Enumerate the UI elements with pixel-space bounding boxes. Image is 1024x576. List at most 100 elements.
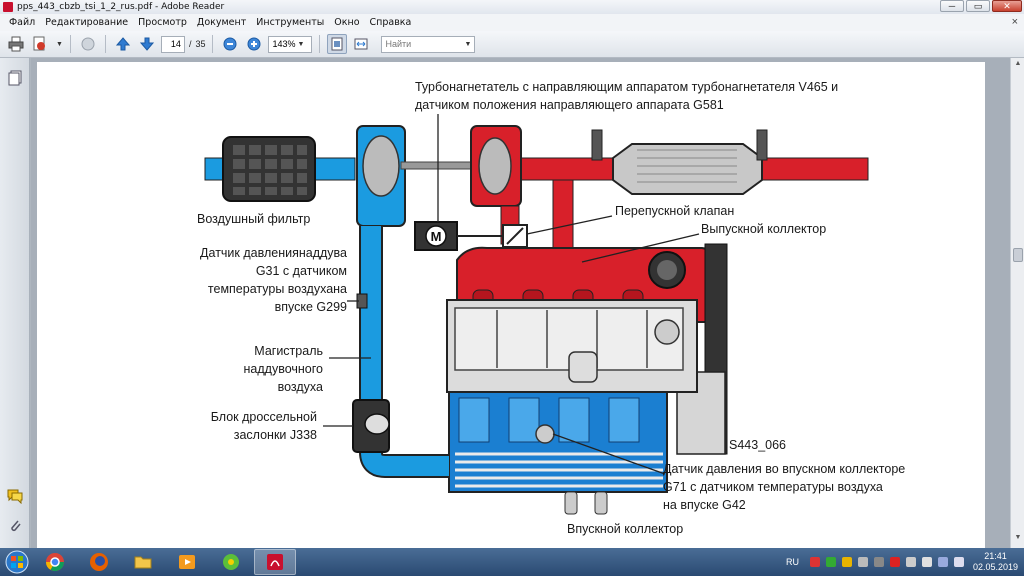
motor-letter: M xyxy=(431,229,442,244)
label-exhaust-manifold: Выпускной коллектор xyxy=(701,222,827,236)
close-document-button[interactable]: × xyxy=(1011,16,1018,28)
taskbar-icq[interactable] xyxy=(210,549,252,575)
antivirus-icon[interactable] xyxy=(809,557,820,567)
zoom-value: 143% xyxy=(272,39,296,49)
icq-flower-icon xyxy=(223,554,239,570)
device-icon[interactable] xyxy=(857,557,868,567)
menu-window[interactable]: Окно xyxy=(334,17,360,28)
map-sensor xyxy=(535,424,555,444)
chevron-down-icon: ▼ xyxy=(297,40,305,48)
label-figure-code: S443_066 xyxy=(729,438,787,452)
label-turbocharger-1: Турбонагнетатель с направляющим аппарато… xyxy=(415,80,839,94)
create-pdf-dropdown-icon[interactable]: ▼ xyxy=(56,40,63,48)
amd-icon[interactable] xyxy=(889,557,900,567)
scroll-up-icon[interactable]: ▲ xyxy=(1014,60,1022,67)
label-air-filter: Воздушный фильтр xyxy=(197,212,311,226)
previous-page-button[interactable] xyxy=(113,34,133,54)
warning-icon[interactable] xyxy=(841,557,852,567)
exhaust-bypass-pipe xyxy=(552,179,574,249)
leader-line-map xyxy=(552,433,666,475)
network-icon[interactable] xyxy=(937,557,948,567)
clock-date: 02.05.2019 xyxy=(972,562,1018,572)
lambda-probe xyxy=(756,129,768,161)
print-button[interactable] xyxy=(6,34,26,54)
media-player-icon xyxy=(179,555,195,569)
search-input[interactable]: Найти ▼ xyxy=(381,35,476,53)
toolbar-separator xyxy=(104,35,106,53)
collaborate-icon xyxy=(81,37,95,51)
leader-line-bypass xyxy=(526,215,613,235)
navigation-pane xyxy=(0,58,30,548)
fit-page-icon xyxy=(331,37,343,51)
flag-icon[interactable] xyxy=(953,557,964,567)
vertical-scrollbar[interactable]: ▲ ▼ xyxy=(1010,58,1024,548)
fit-width-button[interactable] xyxy=(351,34,371,54)
taskbar-firefox[interactable] xyxy=(78,549,120,575)
taskbar-media-player[interactable] xyxy=(166,549,208,575)
label-charge-air-1: Магистраль xyxy=(254,344,323,358)
close-button[interactable]: ✕ xyxy=(992,0,1022,12)
label-throttle-1: Блок дроссельной xyxy=(210,410,317,424)
collaborate-button[interactable] xyxy=(78,34,98,54)
create-pdf-button[interactable] xyxy=(30,34,50,54)
zoom-select[interactable]: 143% ▼ xyxy=(268,35,313,53)
adobe-reader-icon xyxy=(3,2,13,12)
document-area: M xyxy=(31,58,1010,548)
menu-document[interactable]: Документ xyxy=(196,17,247,28)
comment-icon[interactable] xyxy=(7,488,23,504)
title-bar: pps_443_cbzb_tsi_1_2_rus.pdf - Adobe Rea… xyxy=(0,0,1024,14)
adobe-reader-icon xyxy=(267,554,283,570)
compressor-wheel xyxy=(362,135,400,197)
motor-symbol xyxy=(425,225,447,247)
page-number-input[interactable]: 14 xyxy=(160,35,185,53)
label-map-sensor-2: G71 с датчиком температуры воздуха xyxy=(663,480,883,494)
menu-help[interactable]: Справка xyxy=(369,17,412,28)
menu-bar: Файл Редактирование Просмотр Документ Ин… xyxy=(0,14,1024,31)
clock-time: 21:41 xyxy=(984,551,1007,561)
zoom-in-icon xyxy=(247,37,261,51)
taskbar-explorer[interactable] xyxy=(122,549,164,575)
scroll-thumb[interactable] xyxy=(1013,248,1023,262)
taskbar-chrome[interactable] xyxy=(34,549,76,575)
attachment-icon[interactable] xyxy=(7,518,23,534)
label-boost-sensor-1: Датчик давлениянаддува xyxy=(200,246,347,260)
volume-icon[interactable] xyxy=(921,557,932,567)
menu-edit[interactable]: Редактирование xyxy=(45,17,129,28)
intake-runner xyxy=(594,491,608,515)
scroll-down-icon[interactable]: ▼ xyxy=(1014,534,1022,541)
leader-line-exhaust xyxy=(581,233,700,263)
firefox-icon xyxy=(90,553,108,571)
network-status-icon[interactable] xyxy=(825,557,836,567)
printer-icon[interactable] xyxy=(873,557,884,567)
arrow-down-icon xyxy=(139,37,155,51)
menu-view[interactable]: Просмотр xyxy=(138,17,187,28)
zoom-in-button[interactable] xyxy=(244,34,264,54)
arrow-up-icon xyxy=(115,37,131,51)
pdf-page: M xyxy=(37,62,985,548)
menu-tools[interactable]: Инструменты xyxy=(256,17,325,28)
label-turbocharger-2: датчиком положения направляющего аппарат… xyxy=(415,98,724,112)
label-charge-air-3: воздуха xyxy=(277,380,323,394)
clock[interactable]: 21:41 02.05.2019 xyxy=(973,551,1018,573)
language-indicator[interactable]: RU xyxy=(785,557,799,567)
start-button[interactable] xyxy=(0,548,34,576)
print-icon xyxy=(8,36,24,52)
label-boost-sensor-4: впуске G299 xyxy=(274,300,347,314)
minimize-button[interactable]: ─ xyxy=(940,0,964,12)
menu-file[interactable]: Файл xyxy=(9,17,36,28)
search-placeholder: Найти xyxy=(385,39,412,49)
toolbar-separator xyxy=(319,35,321,53)
toolbar: ▼ 14 / 35 143% ▼ Найти ▼ xyxy=(0,31,1024,58)
fit-page-button[interactable] xyxy=(327,34,348,54)
create-pdf-icon xyxy=(33,36,45,51)
usb-icon[interactable] xyxy=(905,557,916,567)
taskbar-adobe-reader[interactable] xyxy=(254,549,296,575)
maximize-button[interactable]: ▭ xyxy=(966,0,990,12)
label-boost-sensor-3: температуры воздухана xyxy=(207,282,347,296)
next-page-button[interactable] xyxy=(137,34,157,54)
zoom-out-button[interactable] xyxy=(220,34,240,54)
pages-panel-icon[interactable] xyxy=(7,70,23,86)
label-bypass-valve: Перепускной клапан xyxy=(615,204,735,218)
taskbar: RU 21:41 02.05.2019 xyxy=(0,548,1024,576)
windows-logo-icon xyxy=(5,550,29,574)
